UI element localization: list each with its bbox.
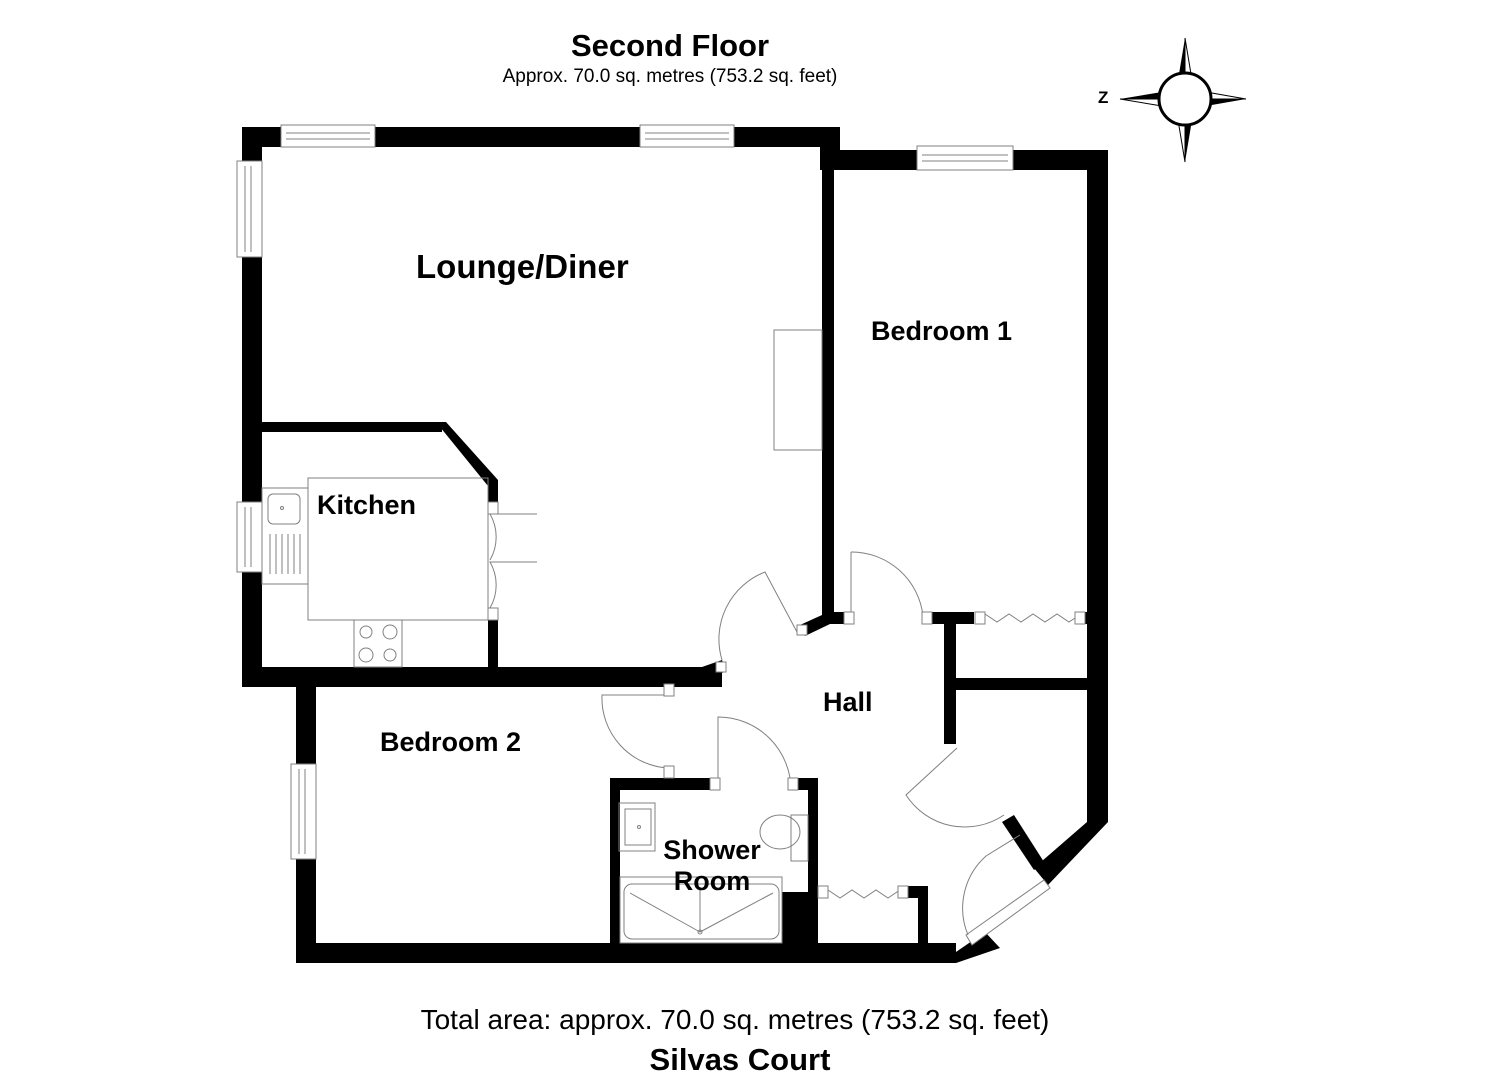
compass-icon [1119,37,1247,163]
fixtures [261,329,1076,944]
windows [236,124,1051,946]
room-label-bedroom-1: Bedroom 1 [871,316,1013,346]
room-label-shower-room: Shower Room [652,835,772,897]
total-area: Total area: approx. 70.0 sq. metres (753… [420,1004,1050,1035]
room-label-shower-line2: Room [673,866,751,896]
room-label-hall: Hall [823,687,873,717]
room-label-bedroom-2: Bedroom 2 [380,727,522,757]
room-label-kitchen: Kitchen [317,490,417,520]
floor-title: Second Floor [570,28,770,63]
building-name: Silvas Court [649,1042,831,1077]
room-label-shower-line1: Shower [663,835,761,865]
compass-north-label: Z [1098,88,1109,107]
room-label-lounge-diner: Lounge/Diner [416,248,629,285]
floor-area-subtitle: Approx. 70.0 sq. metres (753.2 sq. feet) [502,66,838,87]
door-jambs [487,501,1086,899]
